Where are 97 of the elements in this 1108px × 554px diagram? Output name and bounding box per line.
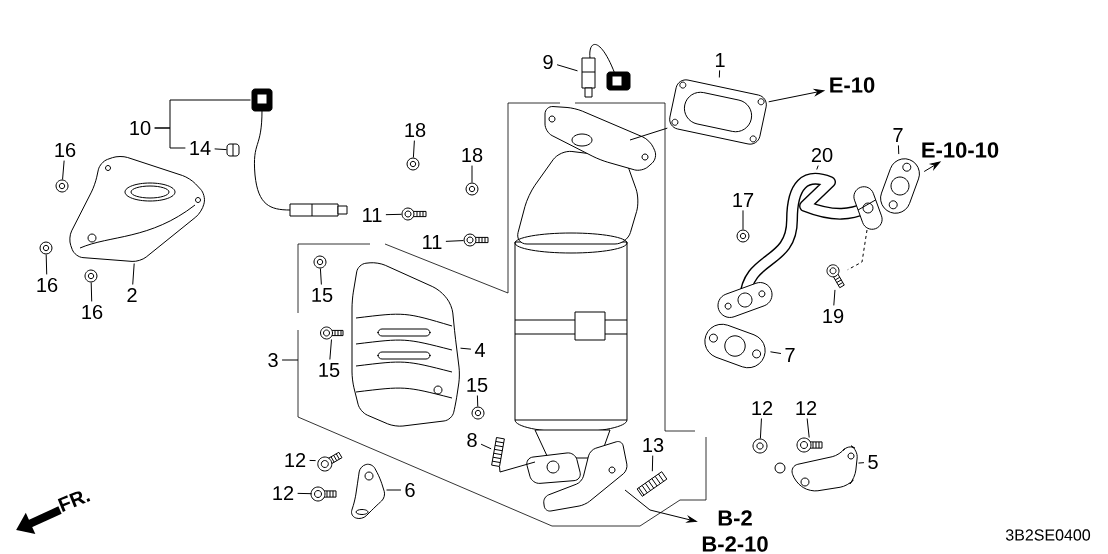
- bolt-drawing: [310, 486, 337, 502]
- oxygen-sensor-drawing: [581, 44, 631, 98]
- callout-number: 15: [312, 288, 333, 302]
- leader-line: [476, 395, 479, 407]
- callout-number: 15: [467, 378, 488, 392]
- leader-line: [833, 289, 836, 306]
- leader-line: [45, 254, 48, 275]
- flange-gasket-drawing: [880, 158, 920, 214]
- leader-line: [460, 347, 472, 350]
- callout-number: 10: [130, 120, 151, 136]
- callout-number: 5: [868, 455, 878, 469]
- callout-number: 20: [811, 147, 833, 163]
- reference-label: E-10-10: [922, 142, 999, 158]
- callout-number: 4: [474, 343, 485, 357]
- bolt-drawing: [320, 326, 344, 340]
- bolt-drawing: [463, 233, 489, 247]
- callout-number: 7: [893, 128, 903, 142]
- callout-number: 3: [268, 352, 278, 368]
- assembly-line: [847, 229, 868, 271]
- callout-number: 18: [462, 147, 483, 163]
- arrow: [624, 489, 697, 523]
- leader-line: [857, 199, 877, 211]
- leader-line: [806, 418, 810, 438]
- callout-number: 16: [37, 277, 58, 293]
- bracket-drawing: [351, 463, 386, 519]
- leader-line: [742, 209, 744, 230]
- callout-number: 1: [716, 53, 725, 67]
- direction-label: FR.: [57, 491, 91, 512]
- leader-line: [629, 127, 668, 141]
- callout-number: 13: [643, 437, 664, 453]
- nut-drawing: [465, 182, 479, 196]
- callout-number: 2: [127, 288, 137, 302]
- leader-line: [90, 282, 93, 302]
- bolt-drawing: [401, 207, 427, 221]
- diagram-code: 3B2SE0400: [1005, 529, 1091, 541]
- callout-number: 14: [190, 141, 211, 155]
- arrow: [768, 89, 825, 103]
- leader-line: [858, 462, 865, 464]
- clip-drawing: [226, 143, 240, 157]
- bolt-drawing: [796, 437, 823, 453]
- nut-drawing: [39, 241, 53, 255]
- leader-line: [651, 455, 654, 472]
- heat-shield-drawing: [69, 156, 205, 262]
- callout-number: 8: [467, 432, 477, 448]
- bracket-drawing: [774, 445, 858, 492]
- leader-line: [329, 339, 332, 361]
- leader-line: [62, 160, 65, 180]
- callout-number: 11: [423, 235, 442, 249]
- stud-drawing: [491, 437, 505, 467]
- stud-drawing: [636, 471, 668, 497]
- leader-line: [309, 459, 317, 462]
- callout-number: 12: [752, 401, 773, 415]
- leader-line: [412, 140, 415, 158]
- callout-number: 11: [363, 208, 382, 222]
- heat-shield-drawing: [351, 262, 460, 427]
- callout-number: 7: [785, 348, 795, 362]
- leader-line: [445, 240, 464, 242]
- callout-number: 12: [285, 453, 306, 467]
- leader-line: [499, 461, 536, 473]
- flange-gasket-drawing: [704, 323, 766, 369]
- callout-number: 19: [823, 308, 844, 324]
- leader-line: [281, 359, 299, 361]
- nut-drawing: [471, 406, 485, 420]
- leader-line: [214, 148, 227, 151]
- leader-line: [480, 443, 492, 450]
- callout-number: 9: [543, 54, 553, 70]
- leader-line: [897, 144, 900, 155]
- reference-label: E-10: [830, 77, 875, 93]
- leader-line: [154, 127, 186, 149]
- leader-line: [471, 165, 473, 183]
- reference-label: B-2 B-2-10: [702, 510, 768, 552]
- gasket-drawing: [669, 79, 767, 145]
- leader-line: [556, 64, 578, 72]
- callout-number: 16: [82, 304, 103, 320]
- callout-number: 18: [405, 122, 426, 138]
- leader-line: [319, 268, 322, 286]
- callout-number: 12: [796, 401, 817, 415]
- nut-drawing: [752, 438, 768, 454]
- callout-number: 15: [319, 363, 340, 377]
- leader-line: [385, 213, 402, 216]
- leader-line: [718, 69, 721, 78]
- leader-line: [386, 489, 402, 491]
- callout-number: 12: [273, 486, 294, 500]
- leader-line: [816, 165, 819, 170]
- nut-drawing: [406, 157, 420, 171]
- nut-drawing: [55, 179, 69, 193]
- callout-number: 6: [405, 482, 415, 498]
- bolt-drawing: [317, 451, 343, 472]
- leader-line: [297, 492, 312, 495]
- leader-line: [769, 351, 782, 355]
- arrow: [923, 161, 941, 172]
- leader-line: [759, 418, 762, 439]
- nut-drawing: [313, 255, 327, 269]
- callout-number: 16: [55, 142, 76, 158]
- nut-drawing: [84, 269, 98, 283]
- leader-line: [132, 263, 135, 286]
- oxygen-sensor-drawing: [251, 88, 348, 217]
